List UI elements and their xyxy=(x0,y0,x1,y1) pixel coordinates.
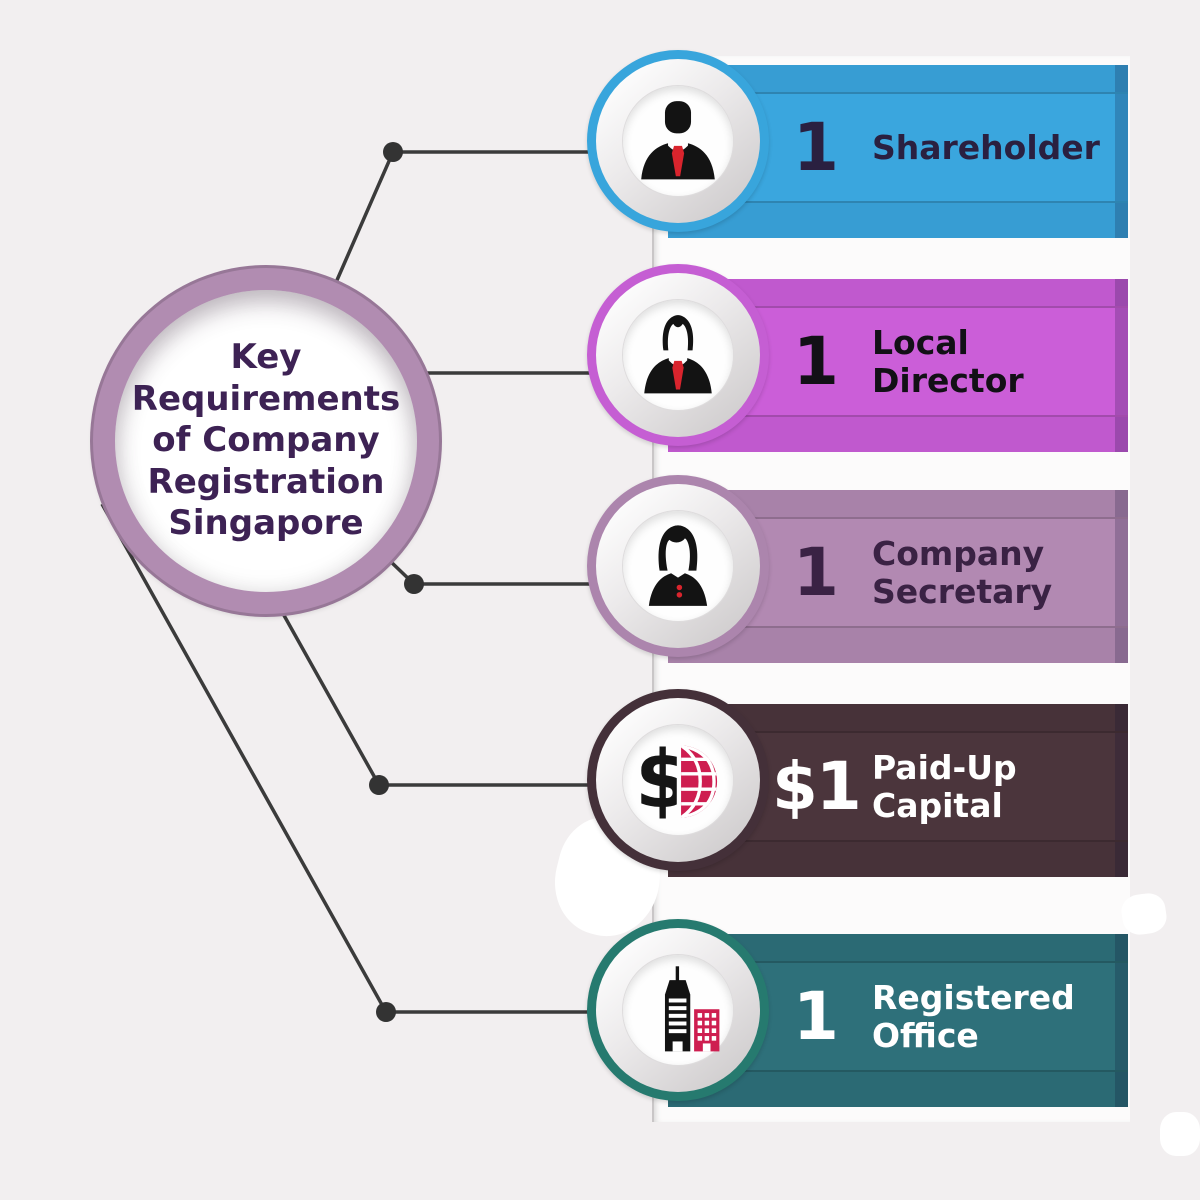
bar-bottom-strip xyxy=(668,203,1128,238)
central-title: Key Requirements of Company Registration… xyxy=(131,337,401,544)
item-badge xyxy=(587,919,769,1101)
central-circle-face: Key Requirements of Company Registration… xyxy=(115,290,417,592)
item-content: 1 Shareholder xyxy=(772,92,1122,203)
item-label: Paid-Up Capital xyxy=(872,747,1017,825)
item-content: 1 Local Director xyxy=(772,306,1122,417)
connector-dot xyxy=(404,574,424,594)
item-label: Shareholder xyxy=(872,127,1100,167)
director-icon xyxy=(644,315,712,394)
item-label: Local Director xyxy=(872,322,1024,400)
buildings-icon xyxy=(664,966,720,1052)
bar-bottom-strip xyxy=(668,842,1128,877)
secretary-icon xyxy=(648,525,708,606)
item-count: 1 xyxy=(793,534,839,611)
central-circle: Key Requirements of Company Registration… xyxy=(93,268,439,614)
item-count: 1 xyxy=(793,978,839,1055)
businessman-icon xyxy=(641,101,715,180)
connector-dot xyxy=(383,142,403,162)
item-count: 1 xyxy=(793,109,839,186)
connector-dot xyxy=(376,1002,396,1022)
bar-bottom-strip xyxy=(668,628,1128,663)
item-content: $1 Paid-Up Capital xyxy=(772,731,1122,842)
badge-face xyxy=(622,299,734,411)
badge-face xyxy=(622,954,734,1066)
item-badge xyxy=(587,50,769,232)
dollar-globe-icon: $ xyxy=(635,734,718,826)
item-badge: $ xyxy=(587,689,769,871)
badge-face: $ xyxy=(622,724,734,836)
white-smudge xyxy=(1160,1112,1200,1156)
item-content: 1 Company Secretary xyxy=(772,517,1122,628)
item-count: 1 xyxy=(793,323,839,400)
badge-face xyxy=(622,510,734,622)
svg-text:$: $ xyxy=(635,734,690,826)
item-badge xyxy=(587,264,769,446)
bar-bottom-strip xyxy=(668,417,1128,452)
badge-face xyxy=(622,85,734,197)
item-label: Registered Office xyxy=(872,977,1075,1055)
item-content: 1 Registered Office xyxy=(772,961,1122,1072)
item-badge xyxy=(587,475,769,657)
item-label: Company Secretary xyxy=(872,533,1053,611)
item-count: $1 xyxy=(772,748,862,825)
connector-dot xyxy=(369,775,389,795)
bar-bottom-strip xyxy=(668,1072,1128,1107)
